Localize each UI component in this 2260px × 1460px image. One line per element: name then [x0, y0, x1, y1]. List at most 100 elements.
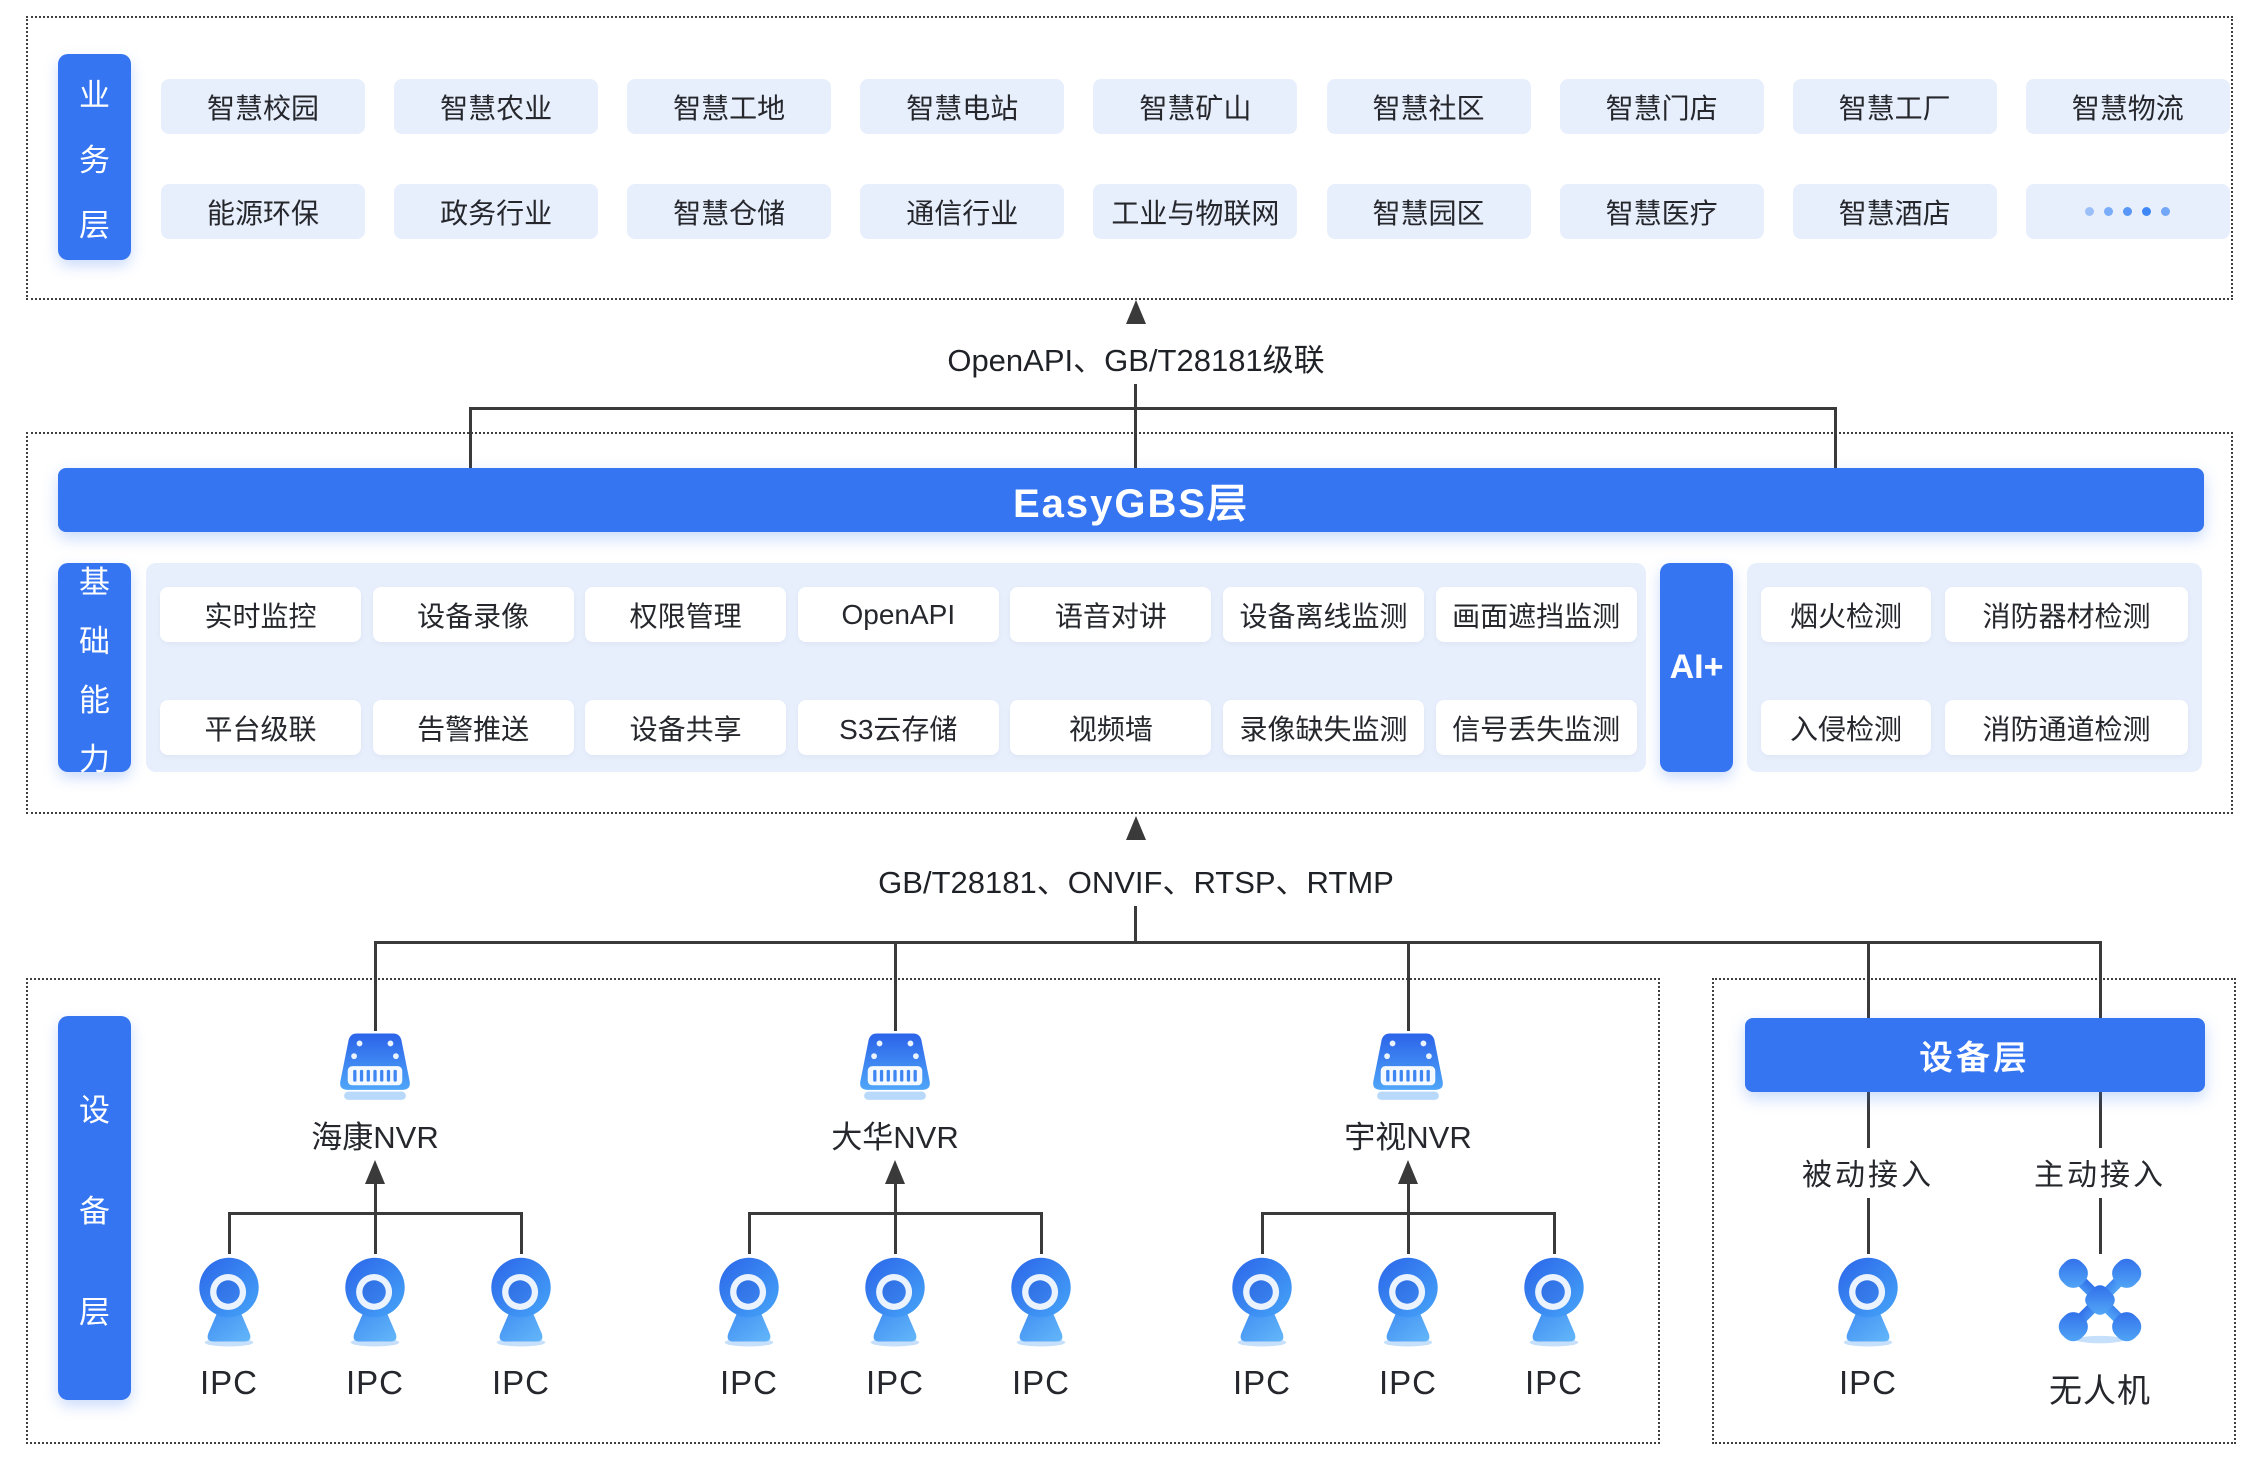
ipc-stub-line	[747, 1212, 751, 1254]
access-line	[2098, 1198, 2102, 1254]
vertical-label-char: 层	[79, 1294, 110, 1330]
vertical-label-char: 层	[79, 207, 110, 243]
capability-card: OpenAPI	[797, 587, 999, 642]
ipc-stub-line	[893, 1212, 897, 1254]
ipc-to-nvr-arrowhead-icon	[365, 1160, 385, 1184]
ipc-camera-icon-wrap	[1372, 1254, 1444, 1348]
bus-drop-line	[373, 941, 377, 1031]
business-card: 通信行业	[860, 184, 1065, 239]
ipc-label: IPC	[1378, 1364, 1438, 1401]
ipc-to-nvr-line	[373, 1184, 377, 1212]
nvr-icon-wrap	[1362, 1028, 1454, 1108]
capability-card: 视频墙	[1010, 700, 1212, 755]
uplink-protocol-text: OpenAPI、GB/T28181级联	[931, 340, 1341, 382]
ipc-camera-icon-wrap	[713, 1254, 785, 1348]
ipc-camera-icon-wrap	[1518, 1254, 1590, 1348]
capability-card: 设备共享	[585, 700, 787, 755]
ipc-label: IPC	[199, 1364, 259, 1401]
ipc-camera-icon	[345, 1257, 405, 1347]
access-device-label: IPC	[1838, 1364, 1898, 1401]
business-card: 智慧社区	[1326, 79, 1531, 134]
business-layer-box	[26, 16, 2233, 300]
device-layer-label: 设备层	[58, 1016, 131, 1400]
business-card: 智慧农业	[394, 79, 599, 134]
ipc-label: IPC	[865, 1364, 925, 1401]
business-card: 工业与物联网	[1093, 184, 1298, 239]
bus-drop-line	[1406, 941, 1410, 1031]
capability-card: 信号丢失监测	[1435, 700, 1637, 755]
ellipsis-dots-icon	[2085, 207, 2171, 216]
business-card: 智慧医疗	[1559, 184, 1764, 239]
ipc-label: IPC	[491, 1364, 551, 1401]
access-device-label: 无人机	[2049, 1372, 2151, 1409]
ipc-camera-icon	[491, 1257, 551, 1347]
ipc-stub-line	[1552, 1212, 1556, 1254]
ipc-to-nvr-arrowhead-icon	[1398, 1160, 1418, 1184]
nvr-icon-wrap	[329, 1028, 421, 1108]
device-access-box	[1712, 978, 2236, 1444]
vertical-label-char: 备	[79, 1193, 110, 1229]
bus-drop-line	[893, 941, 897, 1031]
capability-label: 基础能力	[58, 563, 131, 777]
ipc-camera-icon-wrap	[1005, 1254, 1077, 1348]
vertical-label-char: 础	[79, 623, 110, 659]
cascade-bracket-line	[470, 407, 1836, 410]
ipc-camera-icon-wrap	[485, 1254, 557, 1348]
business-card: 政务行业	[394, 184, 599, 239]
nvr-icon-wrap	[849, 1028, 941, 1108]
nvr-icon	[860, 1033, 930, 1100]
ipc-to-nvr-line	[1406, 1184, 1410, 1212]
ipc-camera-icon	[1378, 1257, 1438, 1347]
downlink-arrowhead-icon	[1126, 816, 1146, 840]
ipc-camera-icon	[865, 1257, 925, 1347]
easygbs-layer-box	[26, 432, 2233, 814]
drone-icon-wrap	[2054, 1254, 2146, 1346]
ai-capability-card: 烟火检测	[1761, 587, 1931, 642]
ipc-camera-icon	[1011, 1257, 1071, 1347]
ipc-stub-line	[1260, 1212, 1264, 1254]
business-card: 智慧仓储	[627, 184, 832, 239]
ipc-camera-icon-wrap	[193, 1254, 265, 1348]
ipc-camera-icon	[719, 1257, 779, 1347]
ipc-label: IPC	[1011, 1364, 1071, 1401]
business-card: 智慧园区	[1326, 184, 1531, 239]
capability-card: 平台级联	[160, 700, 361, 755]
ipc-camera-icon-wrap	[1832, 1254, 1904, 1348]
nvr-icon	[340, 1033, 410, 1100]
capability-card: 设备录像	[372, 587, 574, 642]
business-card: 智慧门店	[1559, 79, 1764, 134]
easygbs-banner: EasyGBS层	[58, 468, 2204, 532]
vertical-label-char: 力	[79, 741, 110, 777]
access-mode-label: 主动接入	[2034, 1159, 2166, 1192]
business-card-more	[2025, 184, 2230, 239]
ipc-stub-line	[227, 1212, 231, 1254]
cascade-bracket-left-drop	[469, 407, 472, 468]
capability-card: 告警推送	[372, 700, 574, 755]
business-card: 能源环保	[161, 184, 365, 239]
device-access-banner: 设备层	[1745, 1018, 2205, 1092]
ipc-camera-icon-wrap	[339, 1254, 411, 1348]
access-line	[1866, 1092, 1870, 1148]
ipc-camera-icon	[199, 1257, 259, 1347]
business-card: 智慧物流	[2025, 79, 2230, 134]
ipc-label: IPC	[719, 1364, 779, 1401]
nvr-icon	[1373, 1033, 1443, 1100]
business-card: 智慧校园	[161, 79, 365, 134]
bus-drop-line	[2098, 941, 2102, 1018]
ipc-stub-line	[519, 1212, 523, 1254]
nvr-name: 海康NVR	[311, 1120, 439, 1155]
ipc-camera-icon	[1838, 1257, 1898, 1347]
capability-card: S3云存储	[797, 700, 999, 755]
business-card: 智慧电站	[860, 79, 1065, 134]
capability-card: 画面遮挡监测	[1435, 587, 1637, 642]
ipc-label: IPC	[1232, 1364, 1292, 1401]
downlink-line	[1134, 906, 1137, 942]
vertical-label-char: 能	[79, 682, 110, 718]
vertical-label-char: 设	[79, 1092, 110, 1128]
access-mode-label: 被动接入	[1802, 1159, 1934, 1192]
cascade-bracket-right-drop	[1834, 407, 1837, 468]
ipc-stub-line	[1039, 1212, 1043, 1254]
downlink-protocol-text: GB/T28181、ONVIF、RTSP、RTMP	[862, 862, 1410, 904]
access-line	[1866, 1198, 1870, 1254]
